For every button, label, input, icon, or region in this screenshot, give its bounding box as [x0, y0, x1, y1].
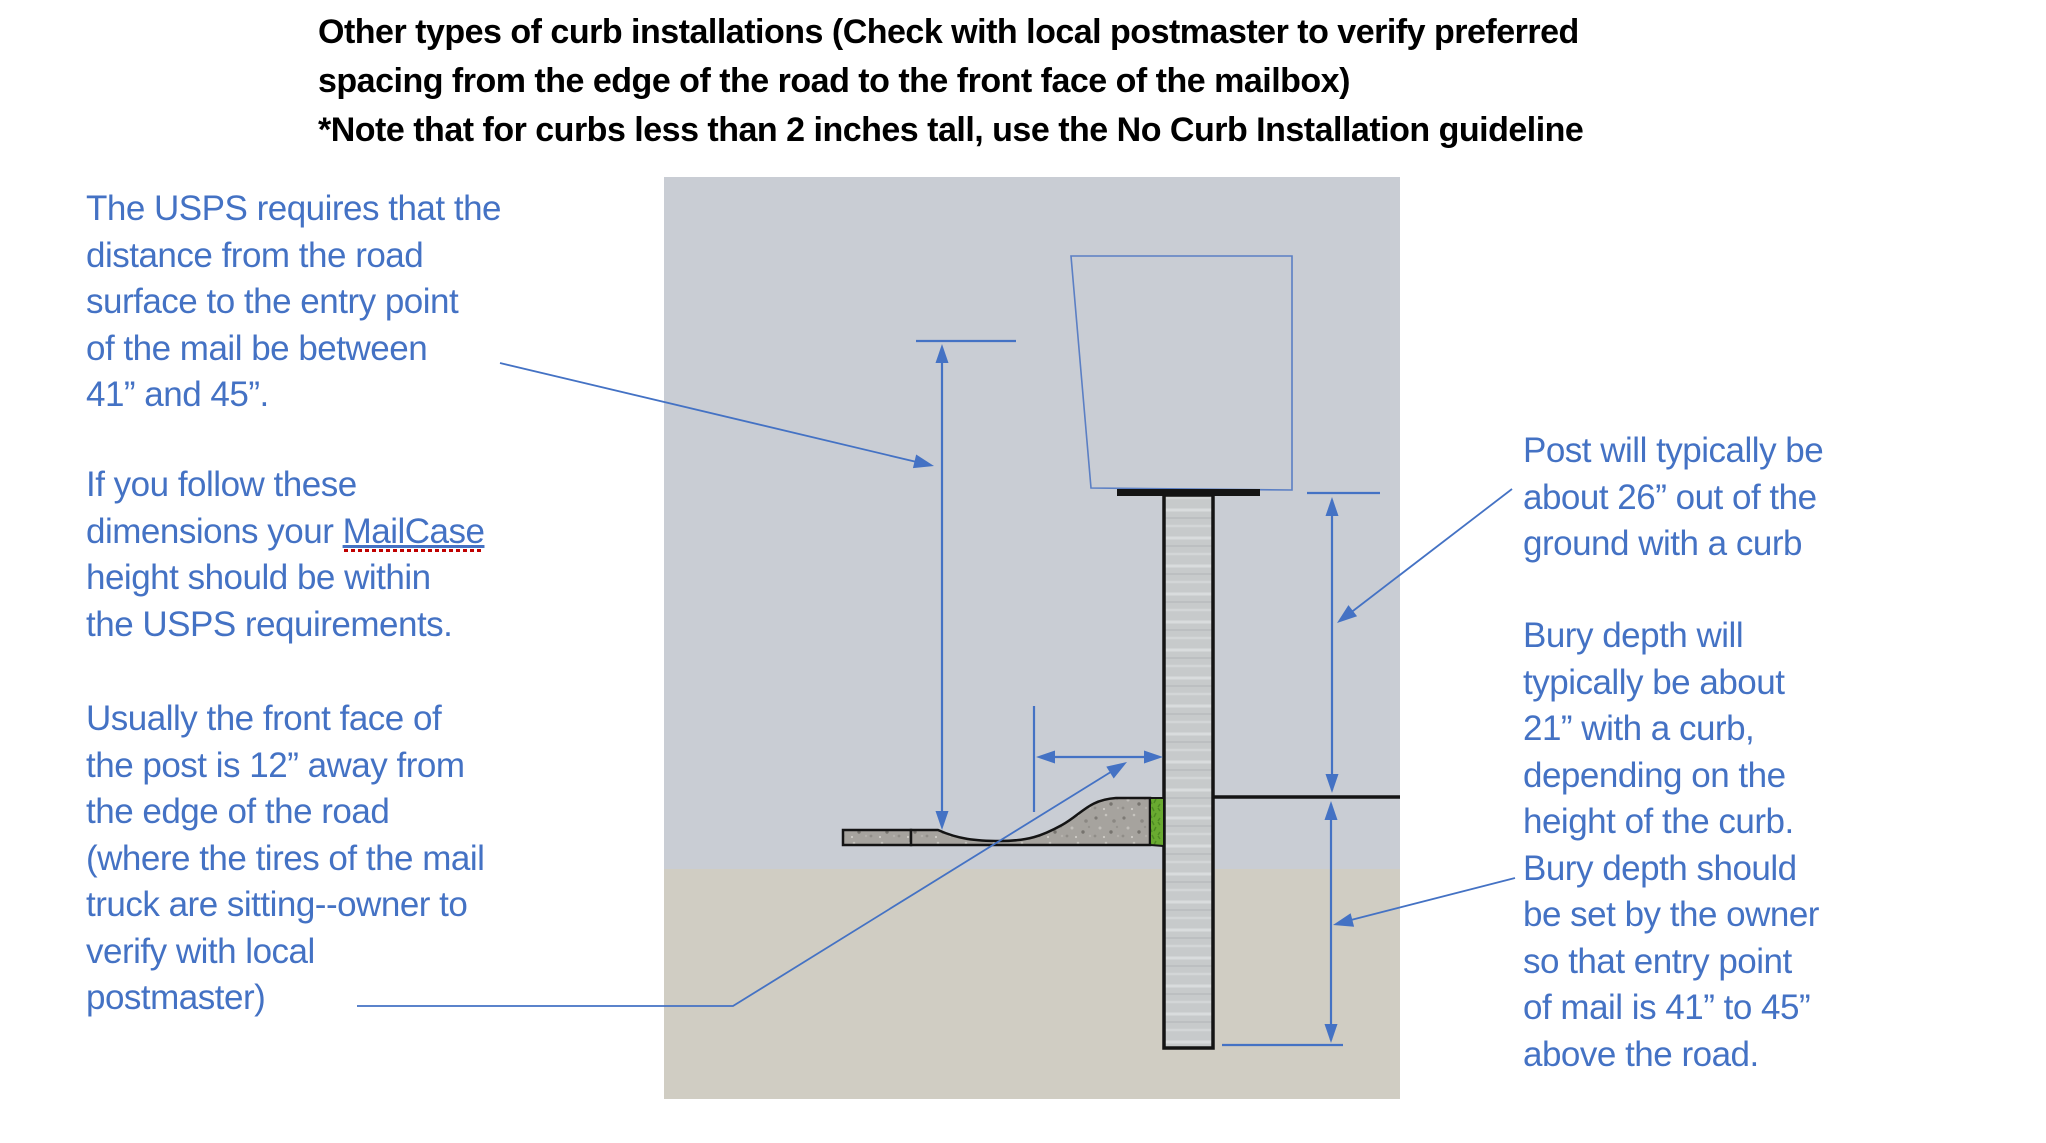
mailbox-outline [1070, 255, 1293, 491]
curb [909, 796, 1152, 847]
leader-post-setback [357, 769, 1115, 1007]
slide-title-line: *Note that for curbs less than 2 inches … [318, 111, 1584, 149]
bury-depth-dimension [1222, 804, 1343, 1047]
diagram-underground-panel [664, 869, 1400, 1099]
leader-mail-entry-height [499, 362, 922, 464]
slide-title-line: spacing from the edge of the road to the… [318, 62, 1350, 100]
mail-entry-height-dimension [916, 339, 1016, 826]
slide-title-line: Other types of curb installations (Check… [318, 13, 1579, 51]
road-surface [841, 828, 913, 847]
post-setback-dimension [1032, 706, 1159, 812]
post [1162, 493, 1215, 1050]
leader-post-exposed-height [1348, 488, 1513, 615]
mailbox-mounting-plate [1117, 489, 1260, 496]
slide-title: Other types of curb installations (Check… [318, 8, 1584, 155]
leader-bury-depth [1346, 877, 1516, 922]
dimension-arrowheads [912, 344, 1358, 1043]
post-exposed-height-dimension [1307, 491, 1380, 790]
grass-strip [1149, 797, 1165, 848]
